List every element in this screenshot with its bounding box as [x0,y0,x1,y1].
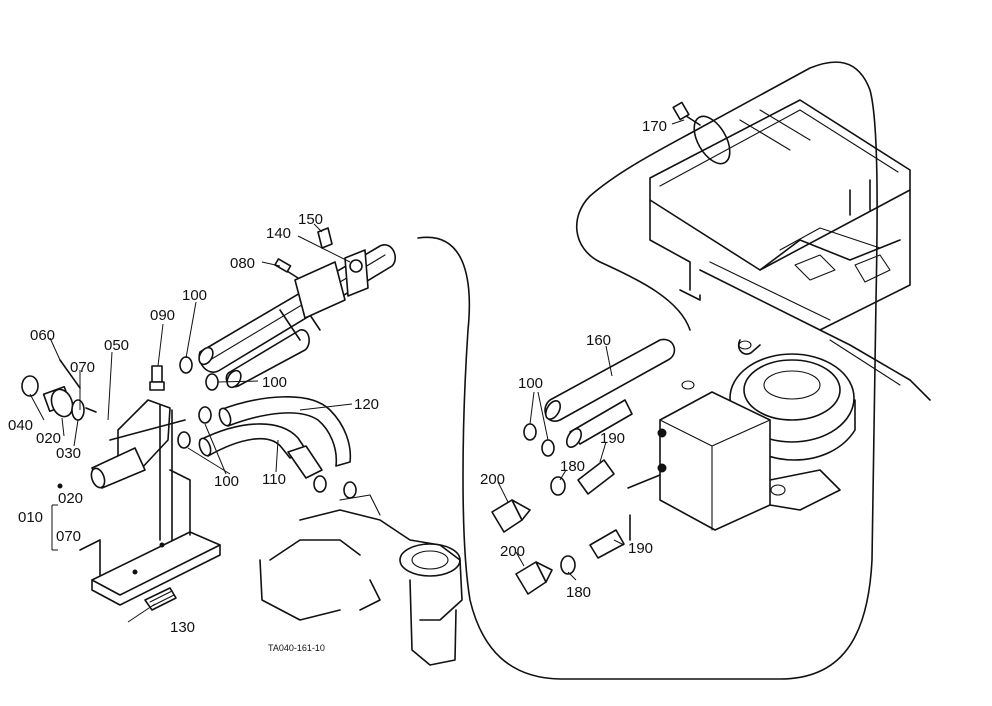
label-020-low: 020 [58,490,83,507]
label-150: 150 [298,211,323,228]
label-010: 010 [18,509,43,526]
label-070-top: 070 [70,359,95,376]
hoses-160-190 [523,338,676,575]
reference-dot [57,483,63,489]
frame-assembly [649,99,931,401]
label-190-top: 190 [600,430,625,447]
label-060: 060 [30,327,55,344]
upper-heater-pipe [198,227,396,389]
drawing-code: TA040-161-10 [268,643,325,653]
label-030: 030 [56,445,81,462]
label-050: 050 [104,337,129,354]
label-120: 120 [354,396,379,413]
label-020-top: 020 [36,430,61,447]
label-140: 140 [266,225,291,242]
label-190-low: 190 [628,540,653,557]
label-100-right: 100 [518,375,543,392]
label-100-low: 100 [214,473,239,490]
elbow-fittings-200 [491,499,553,595]
leader-lines [29,119,685,623]
label-160: 160 [586,332,611,349]
label-180-top: 180 [560,458,585,475]
hoses-110-120 [198,396,352,479]
label-070-low: 070 [56,528,81,545]
label-090: 090 [150,307,175,324]
label-100-top: 100 [182,287,207,304]
label-170: 170 [642,118,667,135]
label-200-top: 200 [480,471,505,488]
engine-block [259,494,463,666]
mounting-plate [79,469,221,611]
label-080: 080 [230,255,255,272]
label-130: 130 [170,619,195,636]
label-200-low: 200 [500,543,525,560]
assembly-boundary [417,61,878,680]
heater-box [627,380,841,541]
label-100-mid: 100 [262,374,287,391]
valve-bracket-assembly [21,359,186,541]
label-040: 040 [8,417,33,434]
label-180-low: 180 [566,584,591,601]
label-110: 110 [262,471,286,488]
strap-band-170 [672,101,731,165]
